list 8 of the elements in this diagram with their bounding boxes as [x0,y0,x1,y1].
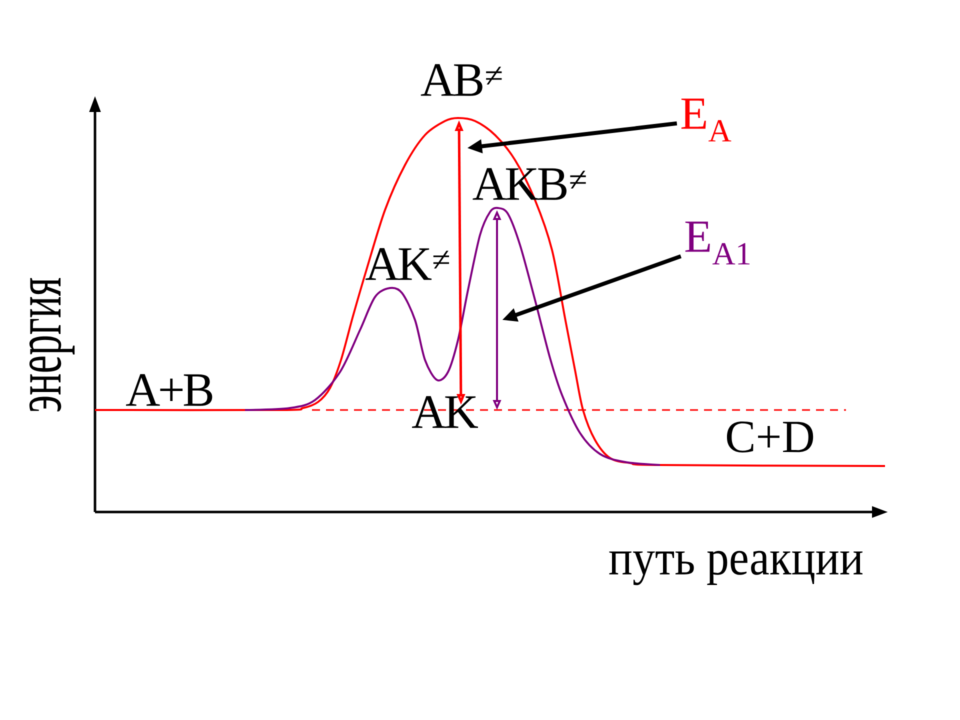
reactant-label: A+B [126,374,212,406]
intermediate-label: AK [412,396,478,428]
axis-label: путь реакции [609,550,862,586]
transition-state-label: AB$^{≠}$ [420,64,502,96]
energy-label: E$_{A}$ [681,98,732,142]
axis-label: энергия [29,278,75,412]
energy-label: E$_{A1}$ [685,222,750,264]
product-label: C+D [726,422,814,452]
